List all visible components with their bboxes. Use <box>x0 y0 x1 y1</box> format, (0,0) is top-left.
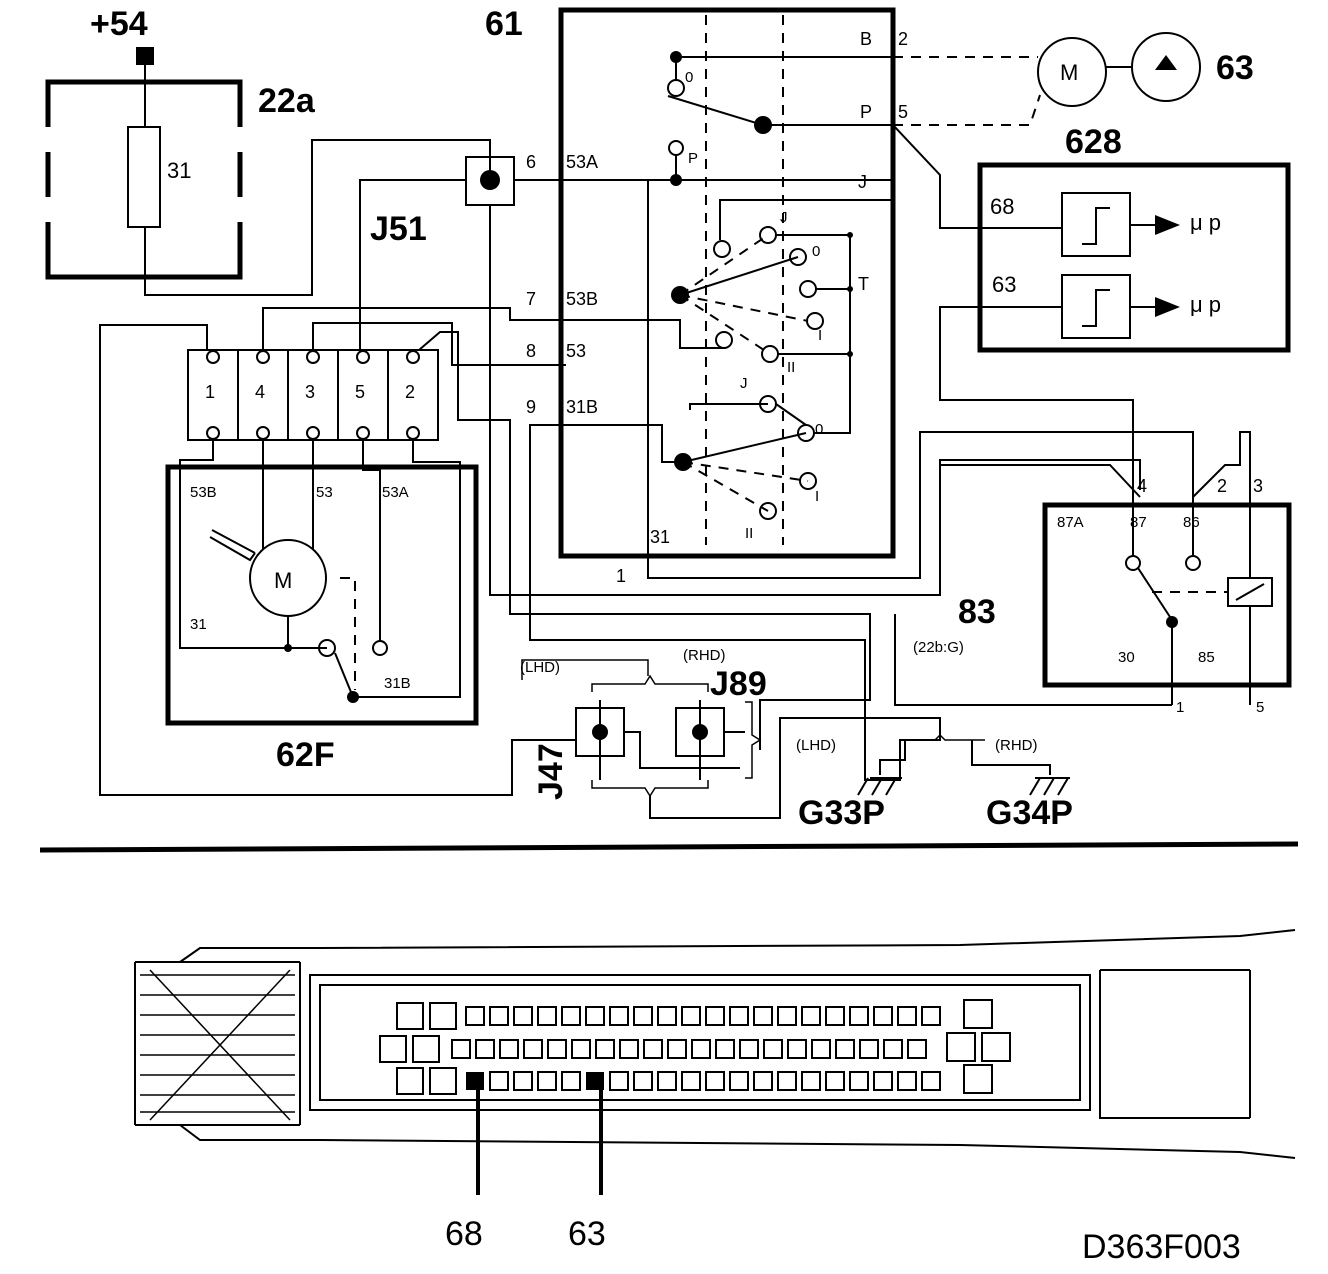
motor-62f-symbol: M <box>274 568 292 593</box>
g34p-label: G34P <box>986 794 1073 832</box>
position-II-bot: II <box>745 525 753 542</box>
terminal-T: T <box>858 274 869 294</box>
relay-pin-4: 4 <box>1137 476 1147 496</box>
position-0-mid: 0 <box>812 243 820 260</box>
connector-pin-4: 4 <box>255 382 265 402</box>
position-II-mid: II <box>787 359 795 376</box>
j89-label: J89 <box>710 665 767 703</box>
position-J-bot: J <box>740 375 748 392</box>
component-22a: 31 22a <box>45 79 316 280</box>
position-0-top: 0 <box>685 69 693 86</box>
ecu-output-2-label: μ p <box>1190 292 1221 317</box>
motor-terminal-53: 53 <box>316 484 333 501</box>
connector-pin-3: 3 <box>305 382 315 402</box>
pin-63-marker <box>586 1072 604 1090</box>
supply-terminal <box>136 47 154 65</box>
relay-pin-87A: 87A <box>1057 514 1084 531</box>
relay-83-label: 83 <box>958 593 996 631</box>
ecu-input-box: 68 μ p 63 μ p <box>977 162 1291 353</box>
connector-pin-2: 2 <box>405 382 415 402</box>
pin-68-marker <box>466 1072 484 1090</box>
terminal-B: B <box>860 29 872 49</box>
wire-label-1: 1 <box>616 566 626 586</box>
position-J-mid: J <box>780 209 788 226</box>
pump-motor-symbol: M <box>1060 60 1078 85</box>
lhd-label-1: (LHD) <box>520 659 560 676</box>
relay-pin-30: 30 <box>1118 649 1135 666</box>
terminal-31B: 31B <box>566 397 598 417</box>
component-22a-label: 22a <box>258 82 316 120</box>
motor-62f-label: 62F <box>276 736 335 774</box>
motor-terminal-31B: 31B <box>384 675 411 692</box>
relay-pin-1: 1 <box>1176 699 1184 716</box>
terminal-5: 5 <box>898 102 908 122</box>
splice-j51: J51 <box>370 156 515 248</box>
lhd-label-2: (LHD) <box>796 737 836 754</box>
connector-block: 1 4 3 5 2 <box>187 349 439 441</box>
j51-label: J51 <box>370 210 427 248</box>
terminal-J: J <box>858 172 867 192</box>
switch-61: 61 B P J T 6 53A 7 53B 8 53 9 31B 31 2 5… <box>485 5 908 579</box>
relay-pin-86: 86 <box>1183 514 1200 531</box>
figure-id: D363F003 <box>1082 1228 1241 1266</box>
resistor-31-label: 31 <box>167 158 191 183</box>
callout-63: 63 <box>568 1215 606 1253</box>
relay-pin-5: 5 <box>1256 699 1264 716</box>
grounds: (LHD) (RHD) G33P G34P <box>796 733 1073 832</box>
terminal-53: 53 <box>566 341 586 361</box>
terminal-53B: 53B <box>566 289 598 309</box>
position-I-bot: I <box>815 488 819 505</box>
motor-terminal-31: 31 <box>190 616 207 633</box>
splices-j47-j89: (LHD) (RHD) J89 J47 <box>520 647 941 819</box>
connector-pin-1: 1 <box>205 382 215 402</box>
washer-pump-628: M 628 63 <box>1037 32 1254 161</box>
switch-61-label: 61 <box>485 5 523 43</box>
motor-terminal-53A: 53A <box>382 484 409 501</box>
section-divider <box>39 841 1299 853</box>
ecu-input-68-label: 68 <box>990 194 1014 219</box>
relay-83: 83 (22b:G) 4 2 3 87A 87 86 30 85 1 5 <box>650 431 1292 716</box>
connector-pin-5: 5 <box>355 382 365 402</box>
callout-68: 68 <box>445 1215 483 1253</box>
terminal-7: 7 <box>526 289 536 309</box>
relay-pin-2: 2 <box>1217 476 1227 496</box>
terminal-8: 8 <box>526 341 536 361</box>
ecu-output-1-label: μ p <box>1190 210 1221 235</box>
component-628-label: 628 <box>1065 123 1122 161</box>
relay-pin-3: 3 <box>1253 476 1263 496</box>
position-0-bot: 0 <box>815 421 823 438</box>
terminal-6: 6 <box>526 152 536 172</box>
component-63-pump-label: 63 <box>1216 49 1254 87</box>
terminal-31: 31 <box>650 527 670 547</box>
terminal-9: 9 <box>526 397 536 417</box>
rhd-label-2: (RHD) <box>995 737 1038 754</box>
motor-terminal-53B: 53B <box>190 484 217 501</box>
ecu-input-63-label: 63 <box>992 272 1016 297</box>
j47-label: J47 <box>532 743 570 800</box>
wiper-motor-62f: 62F 53B 53 53A 31 31B M <box>165 440 479 774</box>
terminal-53A: 53A <box>566 152 598 172</box>
position-I-mid: I <box>818 327 822 344</box>
ecu-connector-drawing: 68 63 <box>134 929 1296 1253</box>
relay-83-ref: (22b:G) <box>913 639 964 656</box>
position-P: P <box>688 150 698 167</box>
rhd-label-1: (RHD) <box>683 647 726 664</box>
relay-pin-87: 87 <box>1130 514 1147 531</box>
terminal-2: 2 <box>898 29 908 49</box>
relay-pin-85: 85 <box>1198 649 1215 666</box>
terminal-P: P <box>860 102 872 122</box>
g33p-label: G33P <box>798 794 885 832</box>
supply-label: +54 <box>90 5 148 43</box>
